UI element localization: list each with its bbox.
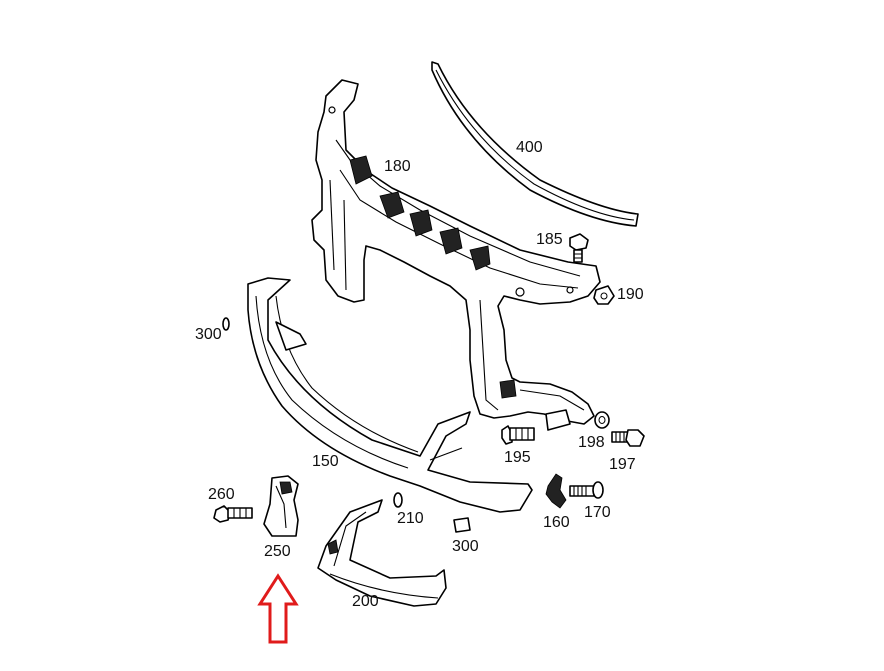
label-250: 250 [264, 543, 291, 560]
part-300-clip-left [222, 317, 230, 331]
label-185: 185 [536, 231, 563, 248]
part-400-seal-strip [431, 61, 639, 227]
label-160: 160 [543, 514, 570, 531]
label-300-left: 300 [195, 326, 222, 343]
red-up-arrow-icon [257, 573, 299, 644]
part-300-pad-right [453, 517, 471, 533]
part-260-bolt [213, 505, 253, 523]
label-210: 210 [397, 510, 424, 527]
part-198-washer [594, 411, 610, 429]
part-170-screw [569, 481, 604, 499]
label-400: 400 [516, 139, 543, 156]
label-150: 150 [312, 453, 339, 470]
label-300-right: 300 [452, 538, 479, 555]
label-170: 170 [584, 504, 611, 521]
part-150-lower-frame [247, 277, 533, 513]
label-195: 195 [504, 449, 531, 466]
part-160-clip [545, 473, 567, 509]
part-200-spoiler [317, 499, 447, 607]
label-180: 180 [384, 158, 411, 175]
part-190-nut [593, 285, 615, 305]
part-180-front-carrier [311, 79, 601, 431]
label-200: 200 [352, 593, 379, 610]
label-190: 190 [617, 286, 644, 303]
label-260: 260 [208, 486, 235, 503]
label-197: 197 [609, 456, 636, 473]
part-210-clip [393, 492, 403, 508]
part-197-bolt [611, 429, 645, 447]
part-195-bolt [501, 425, 535, 445]
label-198: 198 [578, 434, 605, 451]
part-250-bracket [263, 475, 299, 537]
part-185-bolt [569, 233, 589, 263]
